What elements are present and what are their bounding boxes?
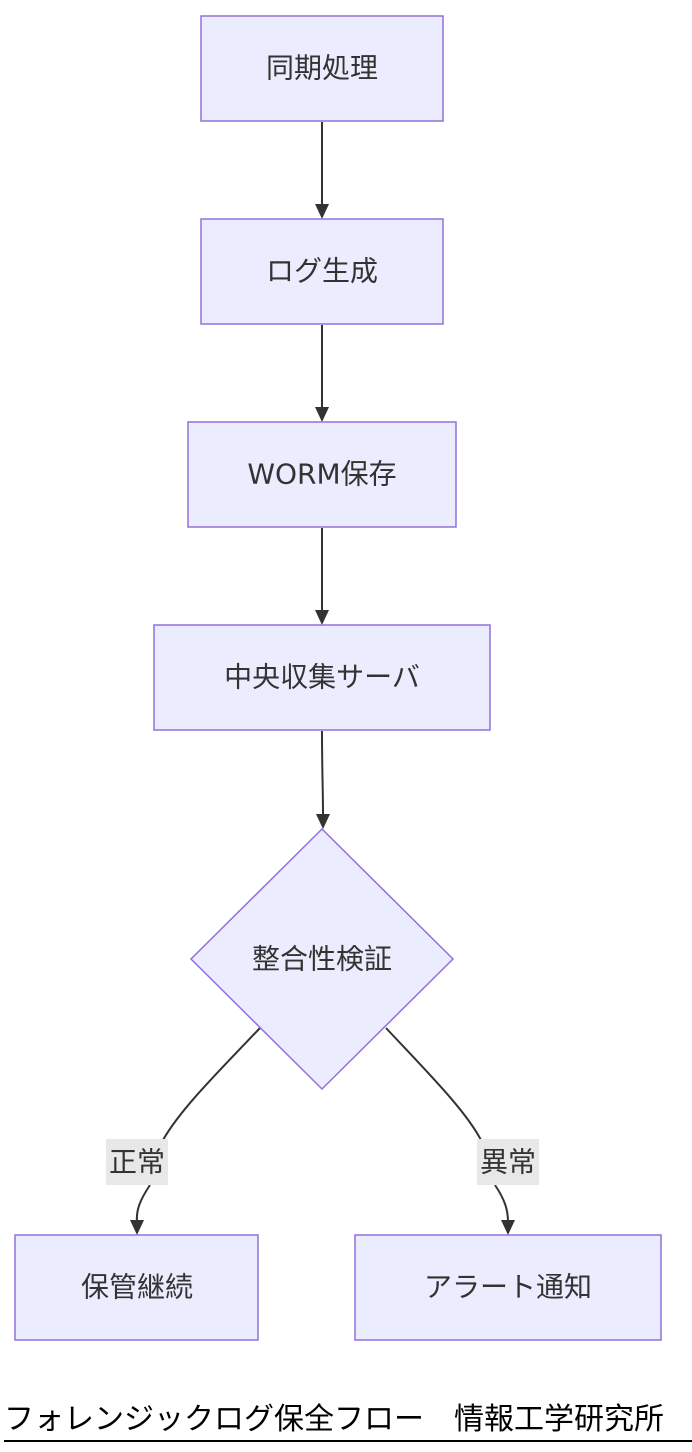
node-log-generation: ログ生成	[200, 218, 444, 325]
edge-label-normal: 正常	[106, 1139, 168, 1185]
node-central-server: 中央収集サーバ	[153, 624, 491, 731]
node-alert-label: アラート通知	[424, 1271, 592, 1304]
node-sync: 同期処理	[200, 15, 444, 122]
node-worm-storage: WORM保存	[187, 421, 457, 528]
node-sync-label: 同期処理	[266, 52, 378, 85]
edge-label-normal-text: 正常	[109, 1146, 165, 1179]
node-keep-storage-label: 保管継続	[81, 1271, 193, 1304]
edges	[130, 122, 515, 1235]
arrowhead	[315, 204, 329, 219]
node-alert: アラート通知	[354, 1234, 662, 1341]
edge-central-to-verify	[321, 730, 324, 816]
node-integrity-check: 整合性検証	[189, 827, 455, 1091]
edge-label-abnormal: 異常	[477, 1139, 539, 1185]
node-central-server-label: 中央収集サーバ	[224, 661, 420, 694]
flowchart-diagram: 正常 異常 同期処理 ログ生成 WORM保存 中央収集サーバ 整合性検証 保管継…	[14, 15, 662, 1341]
arrowhead	[315, 407, 329, 422]
diagram-caption: フォレンジックログ保全フロー 情報工学研究所	[4, 1400, 692, 1442]
arrowhead	[501, 1220, 515, 1235]
node-worm-storage-label: WORM保存	[247, 458, 396, 491]
edge-verify-to-alert	[385, 1027, 509, 1223]
node-integrity-check-label: 整合性検証	[252, 943, 392, 976]
node-log-generation-label: ログ生成	[266, 255, 378, 288]
node-keep-storage: 保管継続	[14, 1234, 259, 1341]
arrowhead	[316, 814, 330, 829]
edge-verify-to-keep	[135, 1027, 261, 1223]
edge-label-abnormal-text: 異常	[480, 1146, 536, 1179]
arrowhead	[130, 1220, 144, 1235]
arrowhead	[315, 610, 329, 625]
